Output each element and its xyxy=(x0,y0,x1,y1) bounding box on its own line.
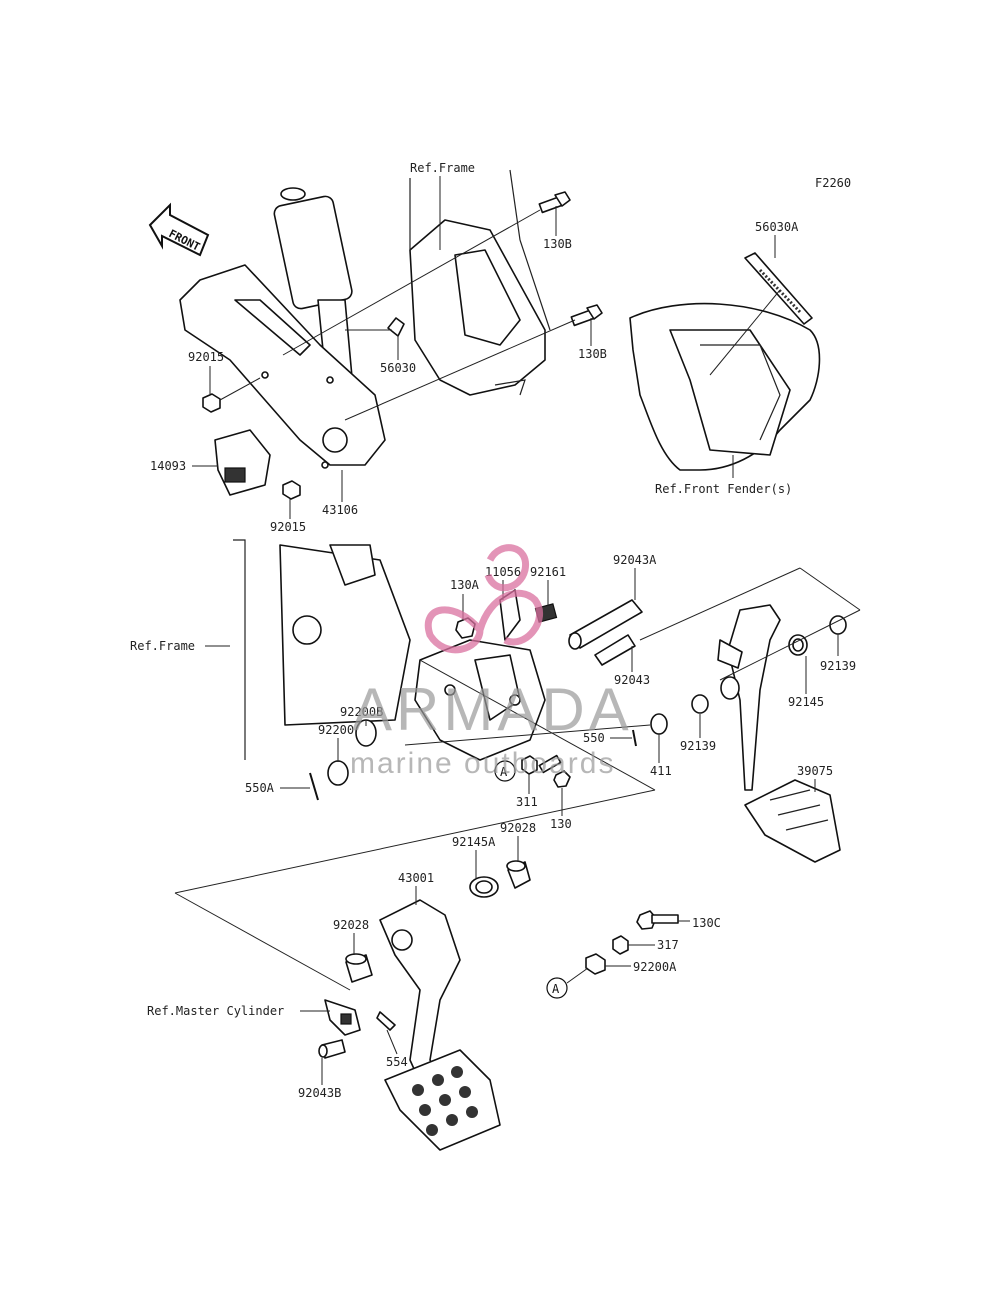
label-311: 311 xyxy=(516,795,538,809)
svg-text:A: A xyxy=(500,765,508,779)
collar-mid xyxy=(720,676,740,700)
pin-92043 xyxy=(594,634,636,666)
label-130B-b: 130B xyxy=(578,347,607,361)
bushing-92028-a xyxy=(506,860,531,889)
label-550: 550 xyxy=(583,731,605,745)
label-130B-a: 130B xyxy=(543,237,572,251)
accelerator-pedal-39075 xyxy=(717,604,841,863)
label-92200B: 92200B xyxy=(340,705,383,719)
cotter-550A xyxy=(309,772,319,801)
label-92043: 92043 xyxy=(614,673,650,687)
label-92043B: 92043B xyxy=(298,1086,341,1100)
label-92200: 92200 xyxy=(318,723,354,737)
ref-frame-top: Ref.Frame xyxy=(410,161,475,175)
clip-554 xyxy=(376,1011,396,1031)
pin-92043B xyxy=(318,1039,346,1059)
nut-92015-b xyxy=(282,480,301,500)
label-411: 411 xyxy=(650,764,672,778)
ref-front-fender: Ref.Front Fender(s) xyxy=(655,482,792,496)
label-56030: 56030 xyxy=(380,361,416,375)
label-92028-b: 92028 xyxy=(333,918,369,932)
label-92043A: 92043A xyxy=(613,553,657,567)
label-56030A: 56030A xyxy=(755,220,799,234)
clip-56030 xyxy=(387,317,405,337)
label-130: 130 xyxy=(550,817,572,831)
cotter-550 xyxy=(632,729,637,747)
bolt-130 xyxy=(538,754,571,788)
label-92161: 92161 xyxy=(530,565,566,579)
brake-pedal-43001 xyxy=(379,899,501,1151)
front-arrow-icon: FRONT xyxy=(148,202,210,257)
callout-marker-a-low: A xyxy=(546,977,568,999)
watermark-brand: ARMADA xyxy=(352,676,633,743)
label-92145: 92145 xyxy=(788,695,824,709)
pedal-pad-pattern xyxy=(412,1066,478,1136)
callout-marker-a-mid: A xyxy=(494,760,516,782)
front-fender-reference xyxy=(629,302,821,471)
trim-strip-56030A xyxy=(744,252,813,325)
label-11056: 11056 xyxy=(485,565,521,579)
label-92139-b: 92139 xyxy=(680,739,716,753)
label-317: 317 xyxy=(657,938,679,952)
washer-92200 xyxy=(327,760,349,786)
label-130A: 130A xyxy=(450,578,480,592)
bolt-130C xyxy=(636,910,679,930)
label-39075: 39075 xyxy=(797,764,833,778)
ref-master-cylinder: Ref.Master Cylinder xyxy=(147,1004,284,1018)
bolt-130B-b xyxy=(570,304,603,327)
watermark-logo-icon xyxy=(424,544,544,654)
label-14093: 14093 xyxy=(150,459,186,473)
label-130C: 130C xyxy=(692,916,721,930)
ref-frame-mid: Ref.Frame xyxy=(130,639,195,653)
label-92028-a: 92028 xyxy=(500,821,536,835)
bushing-92139-b xyxy=(691,694,709,714)
nut-317 xyxy=(612,935,629,955)
bushing-92028-b xyxy=(345,953,373,983)
label-92200A: 92200A xyxy=(633,960,677,974)
watermark: ARMADA marine outboards xyxy=(350,544,633,780)
label-43106: 43106 xyxy=(322,503,358,517)
label-92015-b: 92015 xyxy=(270,520,306,534)
frame-side-mid xyxy=(233,539,411,760)
washer-92200A xyxy=(585,953,606,975)
label-92139-a: 92139 xyxy=(820,659,856,673)
pedal-bracket-11056 xyxy=(414,589,546,761)
bolt-130B-a xyxy=(538,191,571,214)
label-92015-a: 92015 xyxy=(188,350,224,364)
nut-92015-a xyxy=(202,393,221,413)
figure-code: F2260 xyxy=(815,176,851,190)
lever-bracket-43106 xyxy=(179,264,386,469)
master-cylinder-link xyxy=(324,999,361,1036)
spring-92145A xyxy=(469,876,499,898)
washer-411 xyxy=(650,713,668,735)
watermark-tagline: marine outboards xyxy=(350,747,615,780)
label-554: 554 xyxy=(386,1055,408,1069)
svg-text:A: A xyxy=(552,982,560,996)
pin-92043A xyxy=(568,599,643,650)
label-43001: 43001 xyxy=(398,871,434,885)
nut-311 xyxy=(521,755,538,775)
label-92145A: 92145A xyxy=(452,835,496,849)
switch-14093 xyxy=(214,429,271,496)
label-550A: 550A xyxy=(245,781,275,795)
